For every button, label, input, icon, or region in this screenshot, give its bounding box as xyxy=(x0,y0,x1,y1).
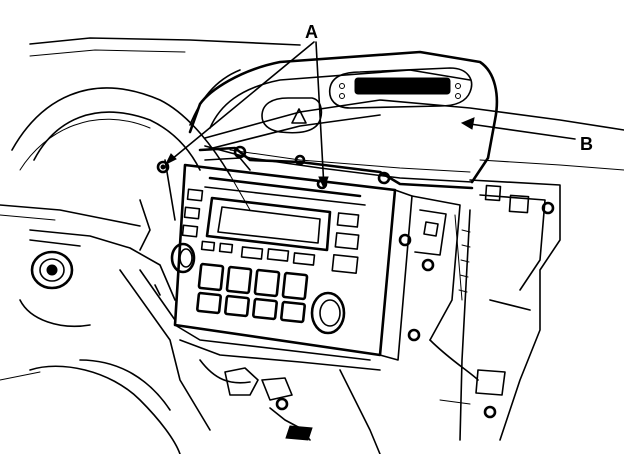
hazard-switch xyxy=(261,97,323,134)
callout-label-a: A xyxy=(305,22,318,42)
clock-display xyxy=(328,67,473,109)
left-screw xyxy=(156,160,170,174)
right-console xyxy=(429,179,561,441)
callout-b-leader xyxy=(460,117,576,140)
left-air-vent xyxy=(19,250,91,328)
left-door-trim xyxy=(29,159,176,301)
mounting-bracket xyxy=(398,195,471,342)
callout-a-leaders xyxy=(164,41,329,190)
audio-unit xyxy=(170,163,413,361)
callout-label-b: B xyxy=(580,134,593,154)
lower-console xyxy=(0,269,381,455)
upper-trim-edge xyxy=(198,145,474,190)
